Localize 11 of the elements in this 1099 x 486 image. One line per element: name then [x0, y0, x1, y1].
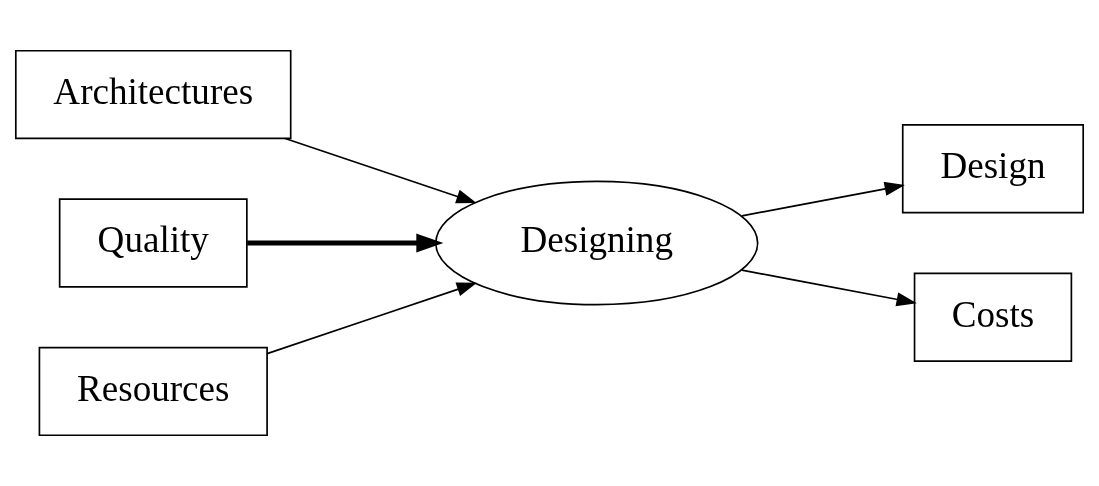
node-ellipse: Designing [434, 180, 759, 306]
arrow [266, 282, 477, 355]
node-box: Quality [58, 198, 248, 288]
arrow [284, 137, 477, 204]
node-box: Architectures [14, 49, 292, 140]
arrow [741, 181, 905, 217]
arrow [247, 233, 444, 253]
node-box: Costs [913, 272, 1073, 362]
node-box: Design [901, 124, 1085, 214]
arrow [741, 269, 917, 307]
node-box: Resources [38, 346, 268, 437]
